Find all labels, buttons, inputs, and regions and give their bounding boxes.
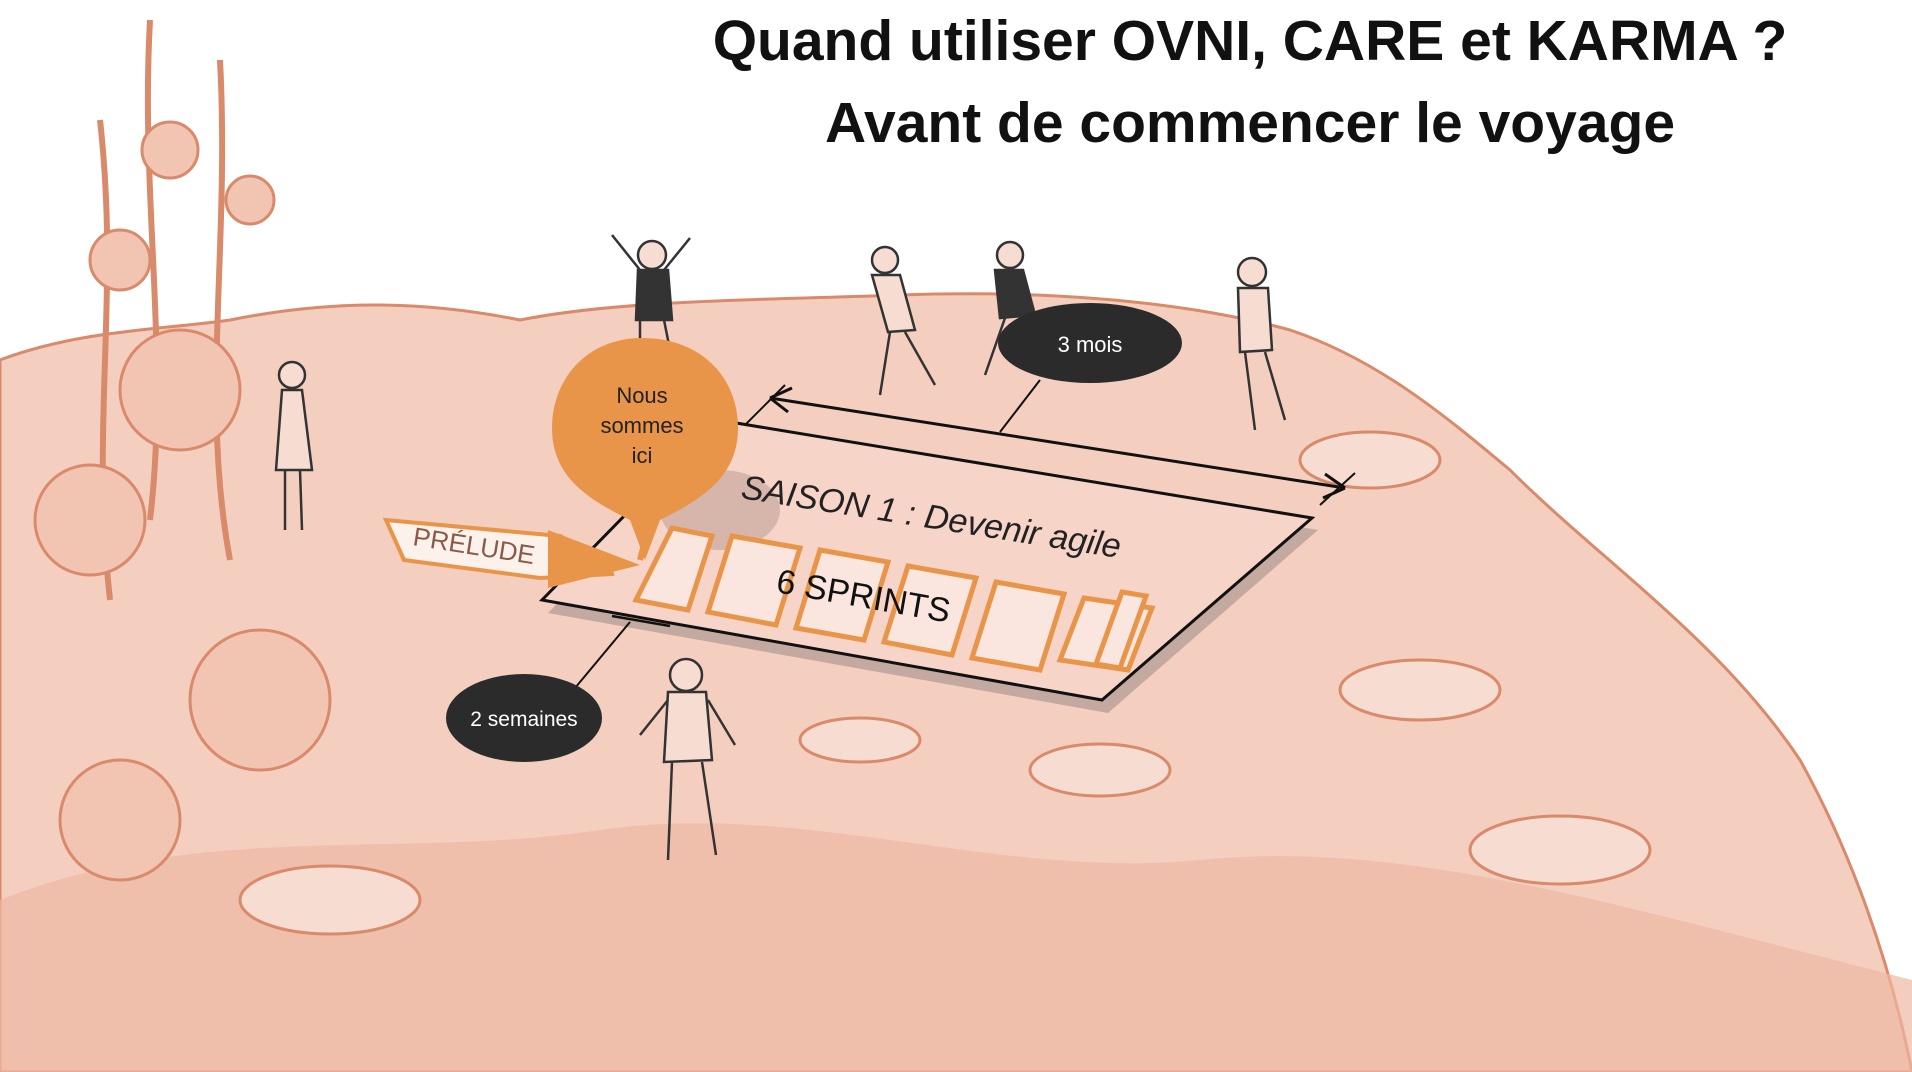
sprint-cell (704, 533, 804, 628)
season-callout-leader (999, 379, 1041, 433)
sprint-duration-bubble: 2 semaines (446, 674, 602, 762)
sprint-duration-badge (446, 674, 602, 762)
person-top-left (870, 245, 937, 396)
sprint-cell (1092, 589, 1150, 671)
person-pregnant-woman (274, 360, 314, 531)
title-block: Quand utiliser OVNI, CARE et KARMA ? Ava… (600, 0, 1900, 164)
season-dimension (721, 379, 1356, 506)
sprint-cell (792, 547, 892, 643)
season-duration-text: 3 mois (1058, 332, 1123, 357)
sprint-track (632, 525, 1156, 673)
sprint-duration-text: 2 semaines (470, 708, 577, 731)
you-are-here-marker: Nous sommes ici (552, 338, 738, 561)
sprint-cell (632, 525, 716, 613)
foreground-slope (0, 823, 1912, 1072)
sprint-cell (968, 579, 1068, 673)
season-dimension-line (769, 396, 1346, 490)
tomato-plants (33, 120, 332, 882)
person-front (639, 657, 737, 861)
rocks (238, 430, 1652, 936)
sprint-dimension-line (611, 614, 671, 628)
sprint-cell (880, 563, 980, 658)
page-title: Quand utiliser OVNI, CARE et KARMA ? (712, 9, 1788, 73)
marker-text-line2: sommes (600, 413, 683, 438)
season-board: SAISON 1 : Devenir agile 6 SPRINTS (538, 418, 1318, 713)
season-duration-badge (998, 303, 1182, 383)
marker-pin (552, 338, 738, 560)
marker-text-line1: Nous (616, 383, 667, 408)
page-subtitle: Avant de commencer le voyage (824, 91, 1676, 155)
prelude-arrowhead (548, 530, 640, 588)
prelude-arrow: PRÉLUDE (382, 517, 640, 588)
person-top-right (1236, 256, 1287, 431)
season-duration-bubble: 3 mois (998, 303, 1182, 383)
marker-text-line3: ici (632, 443, 653, 468)
